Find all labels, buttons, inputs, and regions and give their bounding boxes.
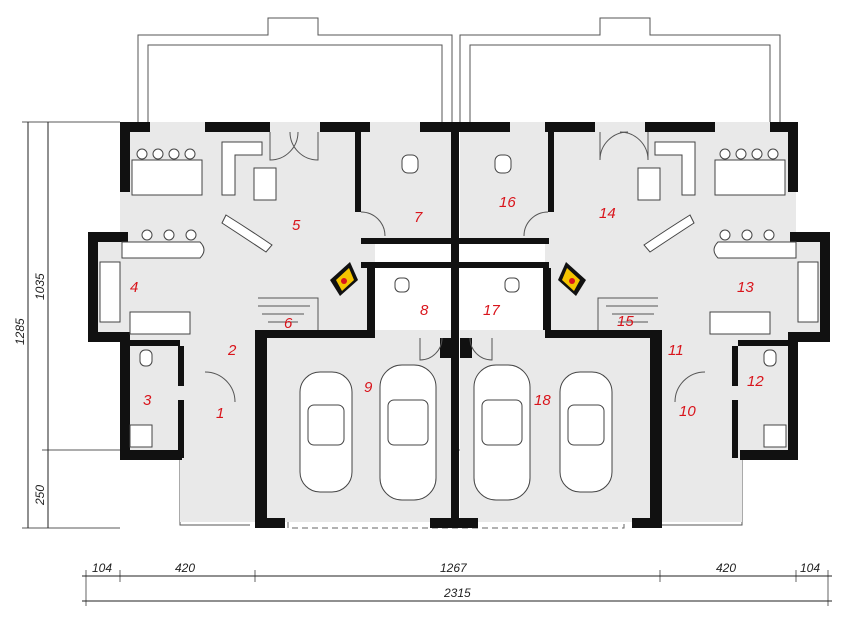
walls xyxy=(88,122,830,528)
room-number: 1 xyxy=(216,405,224,422)
room-number: 16 xyxy=(499,194,516,211)
dimension-total-depth: 1285 xyxy=(13,318,27,345)
stairs-right xyxy=(597,297,658,330)
fireplace-right xyxy=(558,262,586,296)
dimension-left-wing: 420 xyxy=(175,561,195,575)
room-number: 7 xyxy=(414,209,423,226)
room-number: 10 xyxy=(679,403,696,420)
room-number: 2 xyxy=(227,342,237,359)
room-number: 11 xyxy=(668,342,684,359)
dimension-front-depth: 250 xyxy=(33,485,47,506)
horizontal-dimensions: 104 420 1267 420 104 2315 xyxy=(82,561,832,606)
door-swings xyxy=(204,131,706,403)
wc-left xyxy=(129,154,419,448)
terrace-outline xyxy=(137,17,781,122)
kitchen-left xyxy=(99,229,205,335)
room-number: 9 xyxy=(364,379,373,396)
dimension-total-width: 2315 xyxy=(443,586,471,600)
fireplace-left xyxy=(330,262,358,296)
room-number: 15 xyxy=(617,313,634,330)
room-number: 14 xyxy=(599,205,616,222)
vertical-dimensions: 1285 1035 250 xyxy=(13,121,120,529)
room-number: 4 xyxy=(130,279,138,296)
room-number: 13 xyxy=(737,279,754,296)
dimension-right-wing: 420 xyxy=(716,561,736,575)
car-icon xyxy=(473,364,531,501)
room-number: 8 xyxy=(420,302,429,319)
room-number: 5 xyxy=(292,217,301,234)
dimension-right-edge: 104 xyxy=(800,561,820,575)
kitchen-right xyxy=(709,229,819,335)
sofa-right xyxy=(637,141,696,253)
stairs-left xyxy=(258,297,319,330)
room-number: 12 xyxy=(747,373,764,390)
room-number: 18 xyxy=(534,392,551,409)
car-icon xyxy=(379,364,437,501)
dimension-center: 1267 xyxy=(440,561,468,575)
car-icon xyxy=(299,371,353,493)
wc-right xyxy=(494,154,787,448)
sofa-left xyxy=(221,141,277,253)
room-number: 3 xyxy=(143,392,152,409)
room-number: 6 xyxy=(284,315,293,332)
room-number: 17 xyxy=(483,302,500,319)
dining-table-left xyxy=(131,148,203,196)
car-icon xyxy=(559,371,613,493)
dimension-left-edge: 104 xyxy=(92,561,112,575)
dining-table-right xyxy=(714,148,786,196)
dimension-main-depth: 1035 xyxy=(33,273,47,300)
room-labels: 1 2 3 4 5 6 7 8 9 10 11 12 13 14 15 16 1… xyxy=(130,194,764,422)
